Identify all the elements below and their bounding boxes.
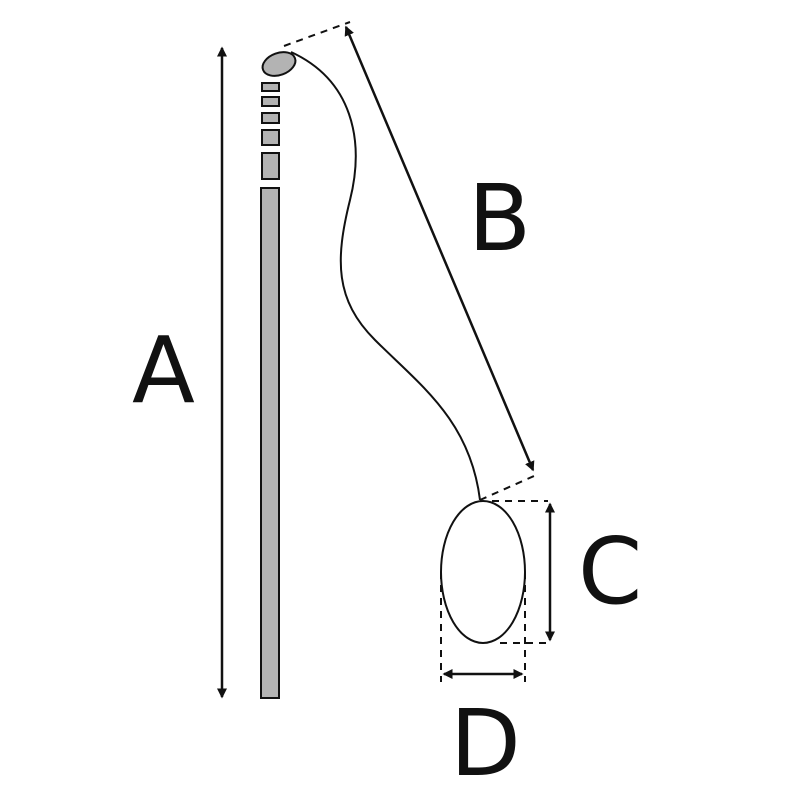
rod-segment-2 bbox=[261, 96, 280, 107]
rod-tip bbox=[261, 51, 297, 77]
rod-segment-1 bbox=[261, 82, 280, 92]
rod-shaft bbox=[260, 187, 280, 699]
label-d: D bbox=[450, 690, 521, 797]
extension-lines bbox=[283, 21, 548, 682]
b-extension-bottom bbox=[479, 475, 535, 501]
label-a: A bbox=[132, 317, 195, 424]
label-c: C bbox=[578, 518, 642, 625]
rod-segment-5 bbox=[261, 152, 280, 180]
dimension-arrows bbox=[217, 25, 555, 699]
label-b: B bbox=[468, 165, 531, 272]
arrow-b bbox=[344, 25, 535, 472]
rod-segment-3 bbox=[261, 112, 280, 124]
loop bbox=[440, 500, 526, 644]
b-extension-top bbox=[283, 21, 351, 47]
rod bbox=[260, 51, 297, 699]
rod-segment-4 bbox=[261, 129, 280, 146]
